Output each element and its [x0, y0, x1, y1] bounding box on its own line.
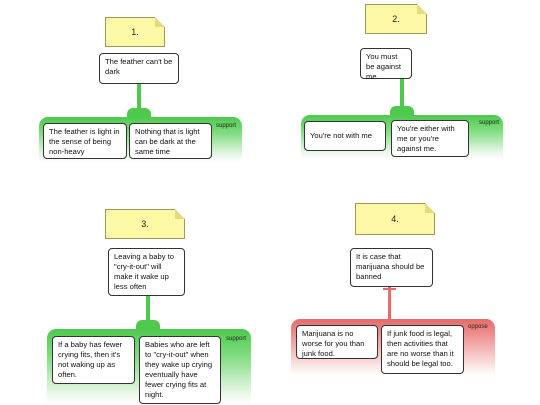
note-fold — [155, 17, 165, 27]
reason-box[interactable]: Babies who are left to "cry-it-out" when… — [139, 336, 221, 404]
map-number: 4. — [391, 214, 399, 224]
relation-label: support — [479, 120, 500, 126]
claim-text: You must be against me. — [366, 52, 402, 81]
oppose-connector — [388, 287, 391, 320]
claim-box[interactable]: The feather can't be dark — [99, 53, 179, 84]
argument-map-4: 4. It is case that marijuana should be b… — [270, 200, 540, 405]
reason-box[interactable]: Nothing that is light can be dark at the… — [129, 123, 212, 159]
claim-box[interactable]: Leaving a baby to "cry-it-out" will make… — [108, 248, 185, 296]
reason-box[interactable]: You're either with me or you're against … — [391, 120, 469, 157]
reason-text: Marijuana is no worse for you than junk … — [302, 329, 365, 358]
claim-box[interactable]: It is case that marijuana should be bann… — [350, 248, 433, 287]
claim-text: Leaving a baby to "cry-it-out" will make… — [114, 252, 174, 291]
reason-text: If a baby has fewer crying fits, then it… — [58, 340, 123, 379]
argument-map-3: 3. Leaving a baby to "cry-it-out" will m… — [0, 200, 270, 405]
reason-box[interactable]: You're not with me — [304, 121, 386, 151]
note-fold — [417, 4, 427, 14]
reason-box[interactable]: Marijuana is no worse for you than junk … — [296, 325, 378, 359]
map-number: 2. — [392, 14, 400, 24]
argument-map-2: 2. You must be against me. support You'r… — [270, 0, 540, 200]
reason-text: Babies who are left to "cry-it-out" when… — [145, 340, 213, 399]
reason-text: You're either with me or you're against … — [397, 124, 455, 153]
claim-text: The feather can't be dark — [105, 57, 173, 76]
map-number: 3. — [141, 219, 149, 229]
support-connector — [400, 79, 404, 117]
map-number-note: 3. — [105, 209, 185, 239]
note-fold — [425, 203, 435, 213]
map-number-note: 2. — [365, 4, 427, 34]
reason-text: You're not with me — [310, 131, 372, 140]
claim-text: It is case that marijuana should be bann… — [356, 252, 425, 281]
map-number-note: 1. — [105, 17, 165, 47]
note-fold — [175, 209, 185, 219]
map-number: 1. — [131, 27, 139, 37]
argument-map-1: 1. The feather can't be dark support The… — [0, 0, 270, 200]
relation-label: support — [216, 123, 237, 129]
relation-label: oppose — [468, 324, 488, 330]
reason-text: If junk food is legal, then activities t… — [387, 329, 454, 368]
claim-box[interactable]: You must be against me. — [360, 48, 412, 81]
reason-text: The feather is light in the sense of bei… — [49, 127, 120, 156]
reason-box[interactable]: The feather is light in the sense of bei… — [43, 123, 127, 159]
map-number-note: 4. — [355, 203, 435, 235]
support-connector — [146, 296, 150, 330]
support-connector — [137, 84, 141, 118]
reason-box[interactable]: If junk food is legal, then activities t… — [381, 325, 464, 374]
reason-text: Nothing that is light can be dark at the… — [135, 127, 200, 156]
reason-box[interactable]: If a baby has fewer crying fits, then it… — [52, 336, 135, 384]
relation-label: support — [226, 336, 247, 342]
oppose-connector-bar — [383, 288, 396, 290]
